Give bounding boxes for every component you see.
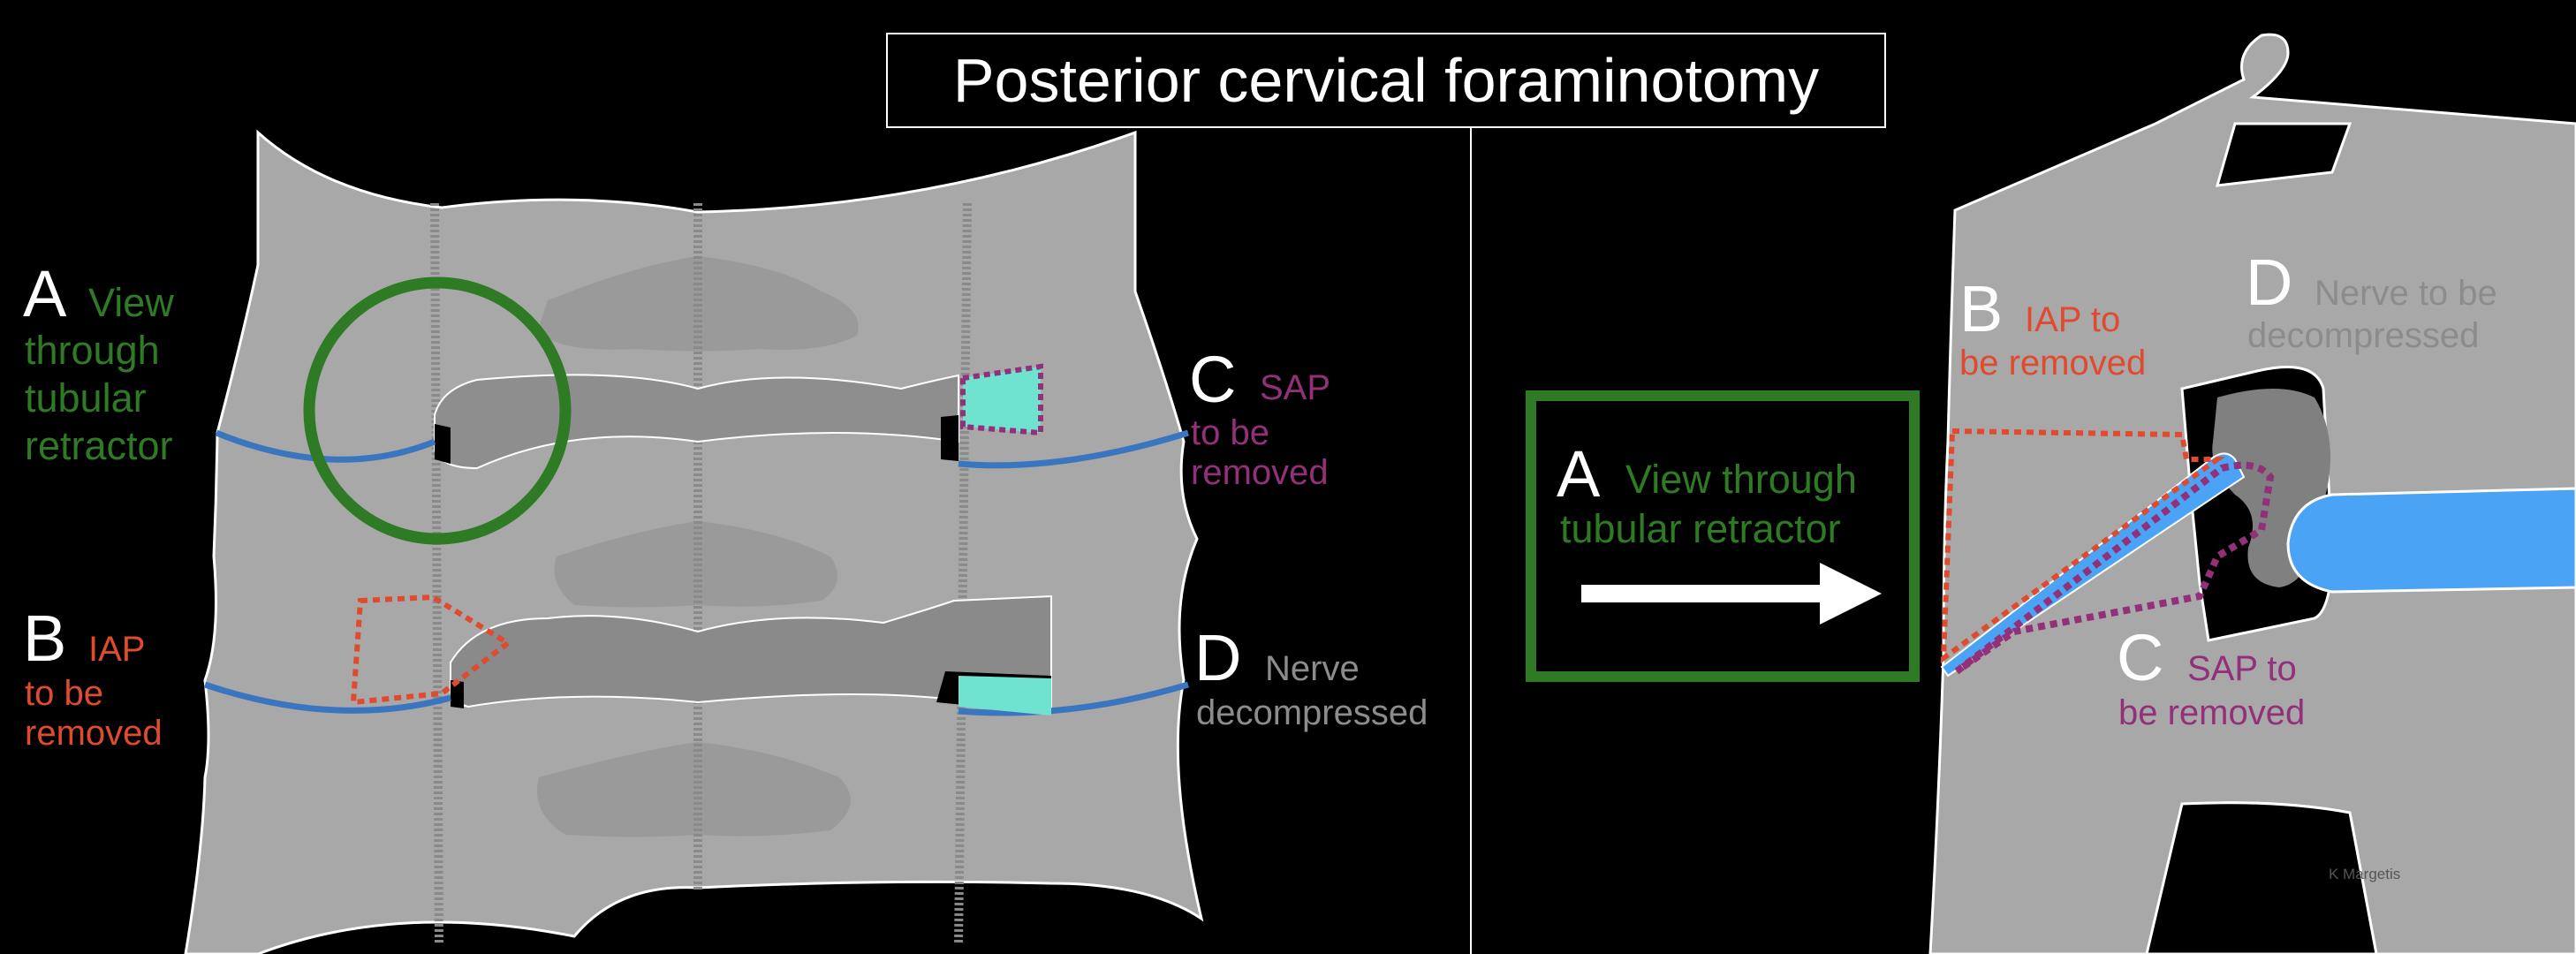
left-a-line-3: tubular: [25, 375, 147, 420]
retractor-view-box: A View through tubular retractor: [1526, 390, 1920, 682]
upper-right-facet-joint: [958, 429, 1190, 469]
left-label-b: B IAP to be removed: [23, 602, 163, 753]
left-b-line-3: removed: [25, 714, 163, 753]
upper-right-notch: [941, 415, 958, 461]
arrow-right-icon: [1581, 563, 1882, 625]
upper-left-notch: [435, 424, 451, 464]
left-c-line-3: removed: [1191, 453, 1329, 492]
left-a-line-2: through: [25, 328, 160, 373]
tubular-retractor-circle: [303, 276, 572, 545]
iap-dotted-outline: [350, 594, 513, 706]
sap-dotted-outline-upper: [960, 363, 1043, 436]
left-letter-a: A: [23, 257, 67, 330]
right-a-line-2: tubular retractor: [1560, 506, 1841, 551]
right-a-line-1: View through: [1625, 457, 1857, 502]
right-label-b: B IAP to be removed: [1959, 272, 2146, 382]
sap-dotted-outline-axial: [1954, 461, 2275, 675]
left-letter-b: B: [23, 602, 66, 675]
right-letter-d: D: [2246, 246, 2292, 319]
lower-left-facet-joint: [203, 681, 451, 714]
lower-right-facet-joint: [958, 681, 1189, 716]
left-label-d: D Nerve decompressed: [1194, 621, 1428, 732]
left-a-line-4: retractor: [25, 423, 173, 468]
right-letter-b: B: [1959, 272, 2003, 345]
right-d-line-2: decompressed: [2247, 316, 2479, 355]
right-letter-c: C: [2117, 621, 2163, 694]
left-label-c: C SAP to be removed: [1189, 343, 1330, 492]
left-facet-line: [430, 202, 443, 946]
decompressed-area-lower: [958, 676, 1051, 716]
bottom-notch: [2145, 801, 2378, 954]
left-d-line-2: decompressed: [1196, 693, 1428, 732]
top-notch: [2215, 122, 2352, 187]
right-label-d: D Nerve to be decompressed: [2246, 246, 2497, 355]
spinous-process-bottom: [537, 742, 851, 837]
sap-to-remove-upper: [963, 367, 1041, 433]
left-d-line-1: Nerve: [1265, 649, 1360, 688]
right-label-c: C SAP to be removed: [2117, 621, 2305, 732]
left-label-a: A View through tubular retractor: [23, 257, 174, 468]
right-d-line-1: Nerve to be: [2315, 274, 2497, 313]
left-a-line-1: View: [88, 280, 174, 325]
right-b-line-1: IAP to: [2025, 300, 2120, 339]
right-facet-line: [954, 202, 972, 946]
spinous-process-top: [539, 256, 859, 352]
upper-left-facet-joint: [215, 429, 436, 463]
left-c-line-1: SAP: [1260, 368, 1330, 407]
left-c-line-2: to be: [1191, 413, 1269, 452]
iap-dotted-outline-axial: [1940, 428, 2226, 664]
right-letter-a: A: [1557, 437, 1601, 511]
right-b-line-2: be removed: [1959, 344, 2146, 382]
right-c-line-1: SAP to: [2187, 649, 2297, 688]
page-title: Posterior cervical foraminotomy: [953, 46, 1819, 115]
author-credit: K Margetis: [2329, 866, 2400, 882]
left-spine-view: [184, 129, 1204, 954]
left-letter-c: C: [1189, 343, 1236, 416]
lower-left-notch: [451, 680, 464, 708]
left-letter-d: D: [1194, 621, 1241, 694]
nerve-extension-blue: [2286, 487, 2576, 594]
title-box: Posterior cervical foraminotomy: [886, 33, 1886, 128]
right-axial-view: [1928, 33, 2576, 954]
left-b-line-1: IAP: [88, 630, 145, 669]
right-c-line-2: be removed: [2118, 693, 2305, 732]
left-b-line-2: to be: [25, 674, 103, 713]
